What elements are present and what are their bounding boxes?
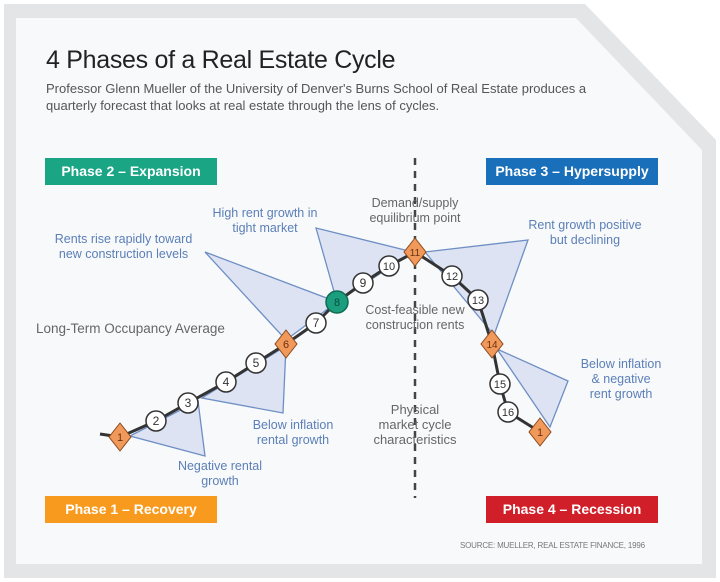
svg-text:14: 14 [486,340,498,351]
svg-text:2: 2 [153,414,160,428]
node-3-circle-icon: 3 [177,392,199,414]
phase-1-badge: Phase 1 – Recovery [45,496,217,523]
triangle-high-rent [315,227,415,304]
node-2-circle-icon: 2 [145,410,167,432]
svg-text:15: 15 [494,379,506,391]
svg-text:3: 3 [185,396,192,410]
phase-4-badge: Phase 4 – Recession [486,496,658,523]
node-6-diamond-icon: 6 [274,329,298,359]
page-title: 4 Phases of a Real Estate Cycle [46,46,396,74]
node-8-highlight-icon: 8 [325,290,349,314]
triangle-below-inflation [200,344,287,414]
svg-text:6: 6 [283,339,289,351]
svg-text:12: 12 [446,271,458,283]
node-12-circle-icon: 12 [441,265,463,287]
node-4-circle-icon: 4 [215,371,237,393]
source-note: SOURCE: MUELLER, REAL ESTATE FINANCE, 19… [460,541,645,550]
phase-2-badge: Phase 2 – Expansion [45,158,217,185]
node-5-circle-icon: 5 [245,352,267,374]
svg-text:7: 7 [313,316,320,330]
annotation-triangles [128,227,569,457]
cycle-nodes: 1 2 3 4 5 6 7 8 9 10 11 12 13 14 15 16 1 [108,237,552,452]
triangle-below-negative [495,347,569,429]
svg-text:1: 1 [537,427,543,439]
svg-text:9: 9 [360,276,367,290]
node-13-circle-icon: 13 [467,289,489,311]
svg-text:4: 4 [223,375,230,389]
label-occupancy-average: Long-Term Occupancy Average [36,321,225,336]
page-subtitle: Professor Glenn Mueller of the Universit… [46,81,587,113]
svg-text:5: 5 [253,356,260,370]
node-9-circle-icon: 9 [352,272,374,294]
svg-text:16: 16 [502,407,514,419]
svg-text:10: 10 [383,261,395,273]
svg-text:13: 13 [472,295,484,307]
phase-3-badge: Phase 3 – Hypersupply [486,158,658,185]
node-7-circle-icon: 7 [305,312,327,334]
node-16-circle-icon: 16 [497,401,519,423]
node-10-circle-icon: 10 [378,255,400,277]
svg-text:1: 1 [117,432,123,444]
svg-text:11: 11 [410,248,421,259]
node-1-diamond-icon: 1 [108,422,132,452]
node-11-diamond-icon: 11 [403,237,427,267]
node-1-end-diamond-icon: 1 [528,417,552,447]
node-14-diamond-icon: 14 [480,329,504,359]
svg-text:8: 8 [334,297,340,309]
node-15-circle-icon: 15 [489,373,511,395]
triangle-rent-positive [423,239,529,337]
